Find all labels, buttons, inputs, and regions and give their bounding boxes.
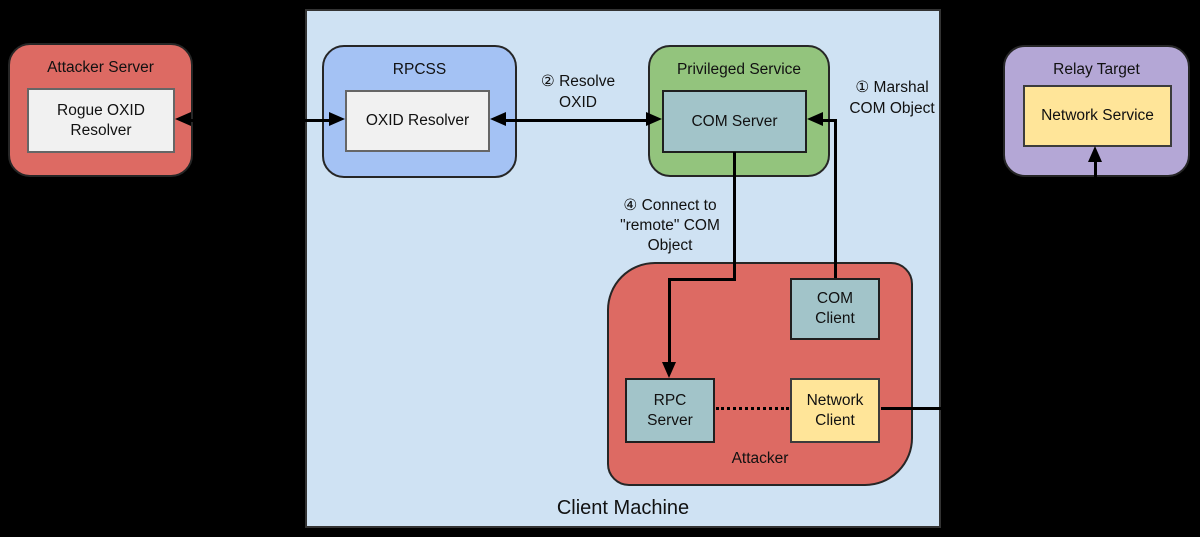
com-client-node: COM Client <box>790 278 880 340</box>
relay-target-title: Relay Target <box>1053 61 1140 78</box>
client-machine-label: Client Machine <box>556 497 690 519</box>
rogue-oxid-resolver-node: Rogue OXID Resolver <box>27 88 175 153</box>
rpcss-title: RPCSS <box>392 61 447 78</box>
rpc-server-node: RPC Server <box>625 378 715 443</box>
privileged-service-title: Privileged Service <box>676 61 802 78</box>
step2-resolve-label: ② Resolve OXID <box>540 73 616 111</box>
attacker-node: COM Client RPC Server Network Client Att… <box>607 262 913 486</box>
connector-marshal-horizontal <box>822 119 837 122</box>
com-server-node: COM Server <box>662 90 807 153</box>
connector-relay-vertical <box>1094 161 1097 410</box>
network-service-node: Network Service <box>1023 85 1172 147</box>
connector-connect-horizontal <box>668 278 736 281</box>
network-client-node: Network Client <box>790 378 880 443</box>
connector-connect-vertical-1 <box>733 152 736 281</box>
arrowhead-into-com-server-left <box>646 112 662 126</box>
connector-marshal-vertical <box>834 121 837 278</box>
step1-marshal-label: ① Marshal COM Object <box>849 79 935 117</box>
attacker-server-title: Attacker Server <box>47 59 154 76</box>
connector-connect-vertical-2 <box>668 278 671 364</box>
relay-target-node: Relay Target Network Service <box>1003 45 1190 177</box>
arrowhead-into-network-service <box>1088 146 1102 162</box>
connector-resolve-oxid <box>504 119 646 122</box>
connector-rpc-network-dotted <box>716 407 789 410</box>
attacker-server-node: Attacker Server Rogue OXID Resolver <box>8 43 193 177</box>
privileged-service-node: Privileged Service COM Server <box>648 45 830 177</box>
arrowhead-into-rpc-server <box>662 362 676 378</box>
oxid-resolver-node: OXID Resolver <box>345 90 490 152</box>
connector-rogue-oxid <box>186 119 332 122</box>
arrowhead-into-oxid-resolver-right <box>490 112 506 126</box>
attacker-label: Attacker <box>731 450 789 467</box>
rpcss-node: RPCSS OXID Resolver <box>322 45 517 178</box>
step4-connect-label: ④ Connect to "remote" COM Object <box>620 197 720 254</box>
arrowhead-into-com-server-right <box>807 112 823 126</box>
arrowhead-into-rogue-oxid-resolver <box>175 112 191 126</box>
connector-relay-horizontal <box>881 407 1097 410</box>
arrowhead-into-oxid-resolver-left <box>329 112 345 126</box>
